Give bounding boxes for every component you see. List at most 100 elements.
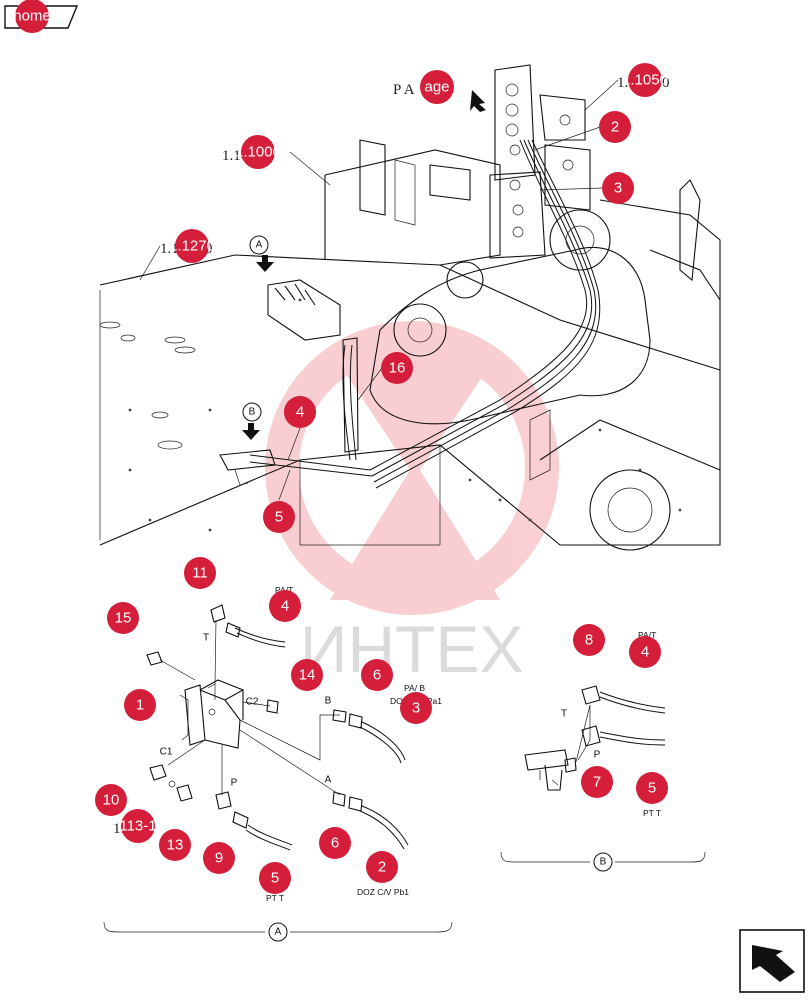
callout-3[interactable]: 3 <box>400 692 432 724</box>
hose-label-ptt-a: PT T <box>266 893 284 903</box>
callout-number: 5 <box>275 509 283 526</box>
next-page-button[interactable] <box>739 929 805 993</box>
detail-b-drawing: B <box>500 685 706 872</box>
callout-circle <box>628 63 662 97</box>
callout-4[interactable]: 4 <box>269 590 301 622</box>
watermark-logo <box>265 321 559 615</box>
callout-number: 11 <box>192 565 208 582</box>
callout-home[interactable]: home <box>13 0 51 33</box>
port-a: A <box>325 775 332 786</box>
callout-4[interactable]: 4 <box>629 636 661 668</box>
callout-circle <box>581 766 613 798</box>
callout-2[interactable]: 2 <box>599 111 631 143</box>
callout-11[interactable]: 11 <box>184 557 216 589</box>
callout-7[interactable]: 7 <box>581 766 613 798</box>
callout-circle <box>573 624 605 656</box>
callout-number: 5 <box>648 780 656 797</box>
callout-number: age <box>424 79 449 96</box>
callout-number: 6 <box>373 667 381 684</box>
callout-number: 14 <box>299 667 316 684</box>
callout-6[interactable]: 6 <box>361 659 393 691</box>
callout-1-1000[interactable]: 1.1000 <box>235 135 281 169</box>
callout-number: 4 <box>281 598 289 615</box>
callout-number: 1.1050 <box>622 72 668 89</box>
callout-number: 9 <box>215 850 223 867</box>
view-b-marker: B <box>249 407 256 418</box>
callout-14[interactable]: 14 <box>291 659 323 691</box>
callout-number: 8 <box>585 632 593 649</box>
hose-label-doz-pb1: DOZ C/V Pb1 <box>357 887 409 897</box>
page-ref-prefix: P A <box>393 82 415 98</box>
callout-circle <box>400 692 432 724</box>
callout-number: 5 <box>271 870 279 887</box>
port-b: B <box>325 696 332 707</box>
callout-10[interactable]: 10 <box>95 784 127 816</box>
callout-circle <box>203 842 235 874</box>
callout-1-1050[interactable]: 1.1050 <box>622 63 668 97</box>
callout-number: 16 <box>389 360 406 377</box>
callout-6[interactable]: 6 <box>319 827 351 859</box>
callout-circle <box>636 772 668 804</box>
callout-16[interactable]: 16 <box>381 352 413 384</box>
callout-2[interactable]: 2 <box>366 851 398 883</box>
callout-circle <box>381 352 413 384</box>
port-c1: C1 <box>160 747 173 758</box>
hose-label-pab: PA/ B <box>404 683 425 693</box>
hose-label-ptt-b: PT T <box>643 808 661 818</box>
callout-circle <box>284 396 316 428</box>
callout-circle <box>420 70 454 104</box>
callout-number: 6 <box>331 835 339 852</box>
callout-number: 1.1000 <box>235 144 281 161</box>
callout-9[interactable]: 9 <box>203 842 235 874</box>
callout-number: 2 <box>611 119 619 136</box>
hose-label-pat-b: PA/T <box>638 630 656 640</box>
callout-circle <box>124 689 156 721</box>
callout-13[interactable]: 13 <box>159 829 191 861</box>
callout-1[interactable]: 1 <box>124 689 156 721</box>
callout-circle <box>241 135 275 169</box>
callout-number: 4 <box>641 644 649 661</box>
callout-circle <box>175 229 209 263</box>
callout-circle <box>184 557 216 589</box>
callout-1-1270[interactable]: 1.1270 <box>169 229 215 263</box>
detail-a-drawing: A <box>103 604 453 942</box>
callout-circle <box>629 636 661 668</box>
callout-circle <box>95 784 127 816</box>
callout-number: 3 <box>614 180 622 197</box>
port-t-b: T <box>561 709 567 720</box>
callout-age[interactable]: age <box>420 70 454 104</box>
callout-4[interactable]: 4 <box>284 396 316 428</box>
callout-circle <box>159 829 191 861</box>
detail-b-label: B <box>600 857 607 868</box>
callout-number: 1.1270 <box>169 238 215 255</box>
port-p-a: P <box>231 778 238 789</box>
callout-number: 113-1 <box>119 818 156 835</box>
callout-circle <box>291 659 323 691</box>
callout-circle <box>15 0 49 33</box>
port-t-a: T <box>203 633 209 644</box>
callout-circle <box>602 172 634 204</box>
view-a-marker: A <box>256 240 263 251</box>
machine-frame-drawing: A B <box>99 64 721 551</box>
callout-circle <box>263 501 295 533</box>
callout-5[interactable]: 5 <box>263 501 295 533</box>
watermark-text: ИНТЕХ <box>300 612 523 686</box>
callout-5[interactable]: 5 <box>636 772 668 804</box>
callout-circle <box>269 590 301 622</box>
callout-8[interactable]: 8 <box>573 624 605 656</box>
callout-circle <box>366 851 398 883</box>
callout-3[interactable]: 3 <box>602 172 634 204</box>
callout-number: 4 <box>296 404 304 421</box>
callout-number: 10 <box>103 792 120 809</box>
callout-circle <box>361 659 393 691</box>
callout-113-1[interactable]: 113-1 <box>119 809 157 843</box>
callout-number: 13 <box>167 837 184 854</box>
callout-number: 2 <box>378 859 386 876</box>
callout-circle <box>107 602 139 634</box>
callout-circle <box>259 862 291 894</box>
callout-5[interactable]: 5 <box>259 862 291 894</box>
callout-number: home <box>13 8 51 25</box>
callout-15[interactable]: 15 <box>107 602 139 634</box>
callout-number: 3 <box>412 700 420 717</box>
